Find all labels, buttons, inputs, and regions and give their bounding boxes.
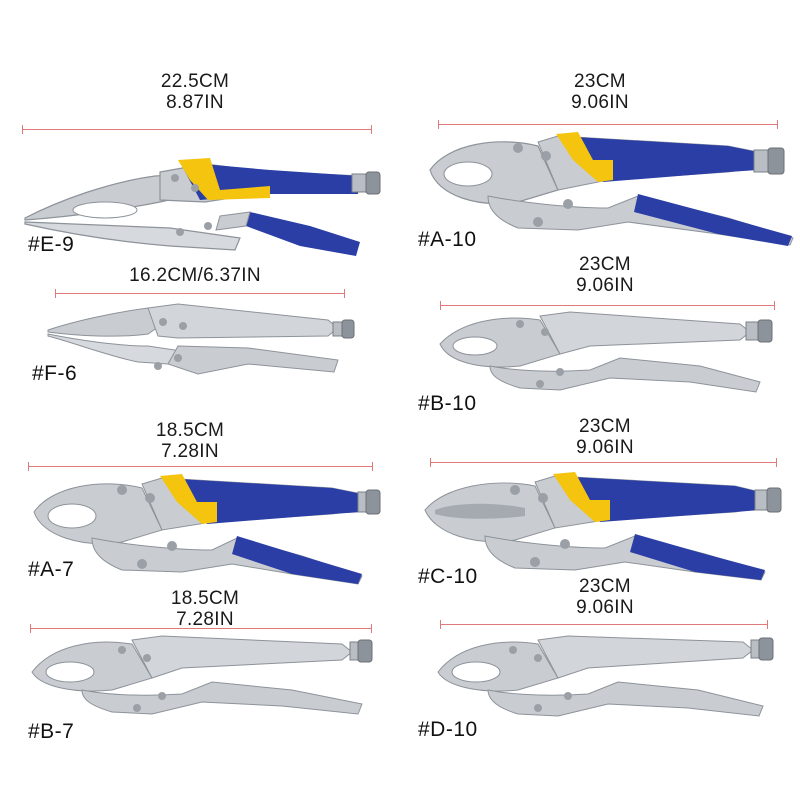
dimension-in: 9.06IN [576,437,634,458]
dimension-cm: 23CM [574,71,626,92]
dimension-label: 23CM 9.06IN [535,576,675,618]
dimension-in: 9.06IN [576,275,634,296]
dimension-in: 9.06IN [571,92,629,113]
dimension-rule [28,462,373,471]
pliers-image [437,635,774,717]
dimension-rule [22,125,372,134]
dimension-rule [430,458,777,467]
dimension-in: 7.28IN [161,441,219,462]
dimension-in: 9.06IN [576,597,634,618]
dimension-label: 23CM 9.06IN [530,71,670,113]
model-code: #E-9 [28,233,75,256]
dimension-label: 18.5CM 7.28IN [135,588,275,630]
dimension-cm: 23CM [579,254,631,275]
dimension-rule [440,301,775,310]
dimension-rule [438,120,778,129]
dimension-label: 22.5CM 8.87IN [120,71,270,113]
dimension-label: 16.2CM/6.37IN [95,265,295,286]
pliers-image [47,303,355,375]
pliers-image [31,635,373,715]
dimension-rule [30,624,372,633]
pliers-image [439,311,773,393]
dimension-cm: 23CM [579,416,631,437]
model-code: #B-7 [28,720,75,743]
dimension-rule [55,289,345,298]
dimension-cm: 16.2CM/6.37IN [129,265,261,286]
dimension-label: 23CM 9.06IN [535,416,675,458]
pliers-image [429,132,794,246]
model-code: #F-6 [32,362,78,385]
pliers-image [24,158,381,256]
model-code: #B-10 [418,392,477,415]
pliers-image [424,472,782,581]
pliers-image [33,474,381,585]
model-code: #C-10 [418,565,478,588]
dimension-label: 18.5CM 7.28IN [120,420,260,462]
dimension-cm: 22.5CM [160,71,230,92]
dimension-label: 23CM 9.06IN [535,254,675,296]
model-code: #D-10 [418,718,478,741]
dimension-cm: 18.5CM [170,588,240,609]
dimension-cm: 18.5CM [155,420,225,441]
model-code: #A-10 [418,228,477,251]
dimension-in: 8.87IN [166,92,224,113]
dimension-cm: 23CM [579,576,631,597]
dimension-rule [440,620,768,629]
model-code: #A-7 [28,558,75,581]
dimension-in: 7.28IN [176,609,234,630]
